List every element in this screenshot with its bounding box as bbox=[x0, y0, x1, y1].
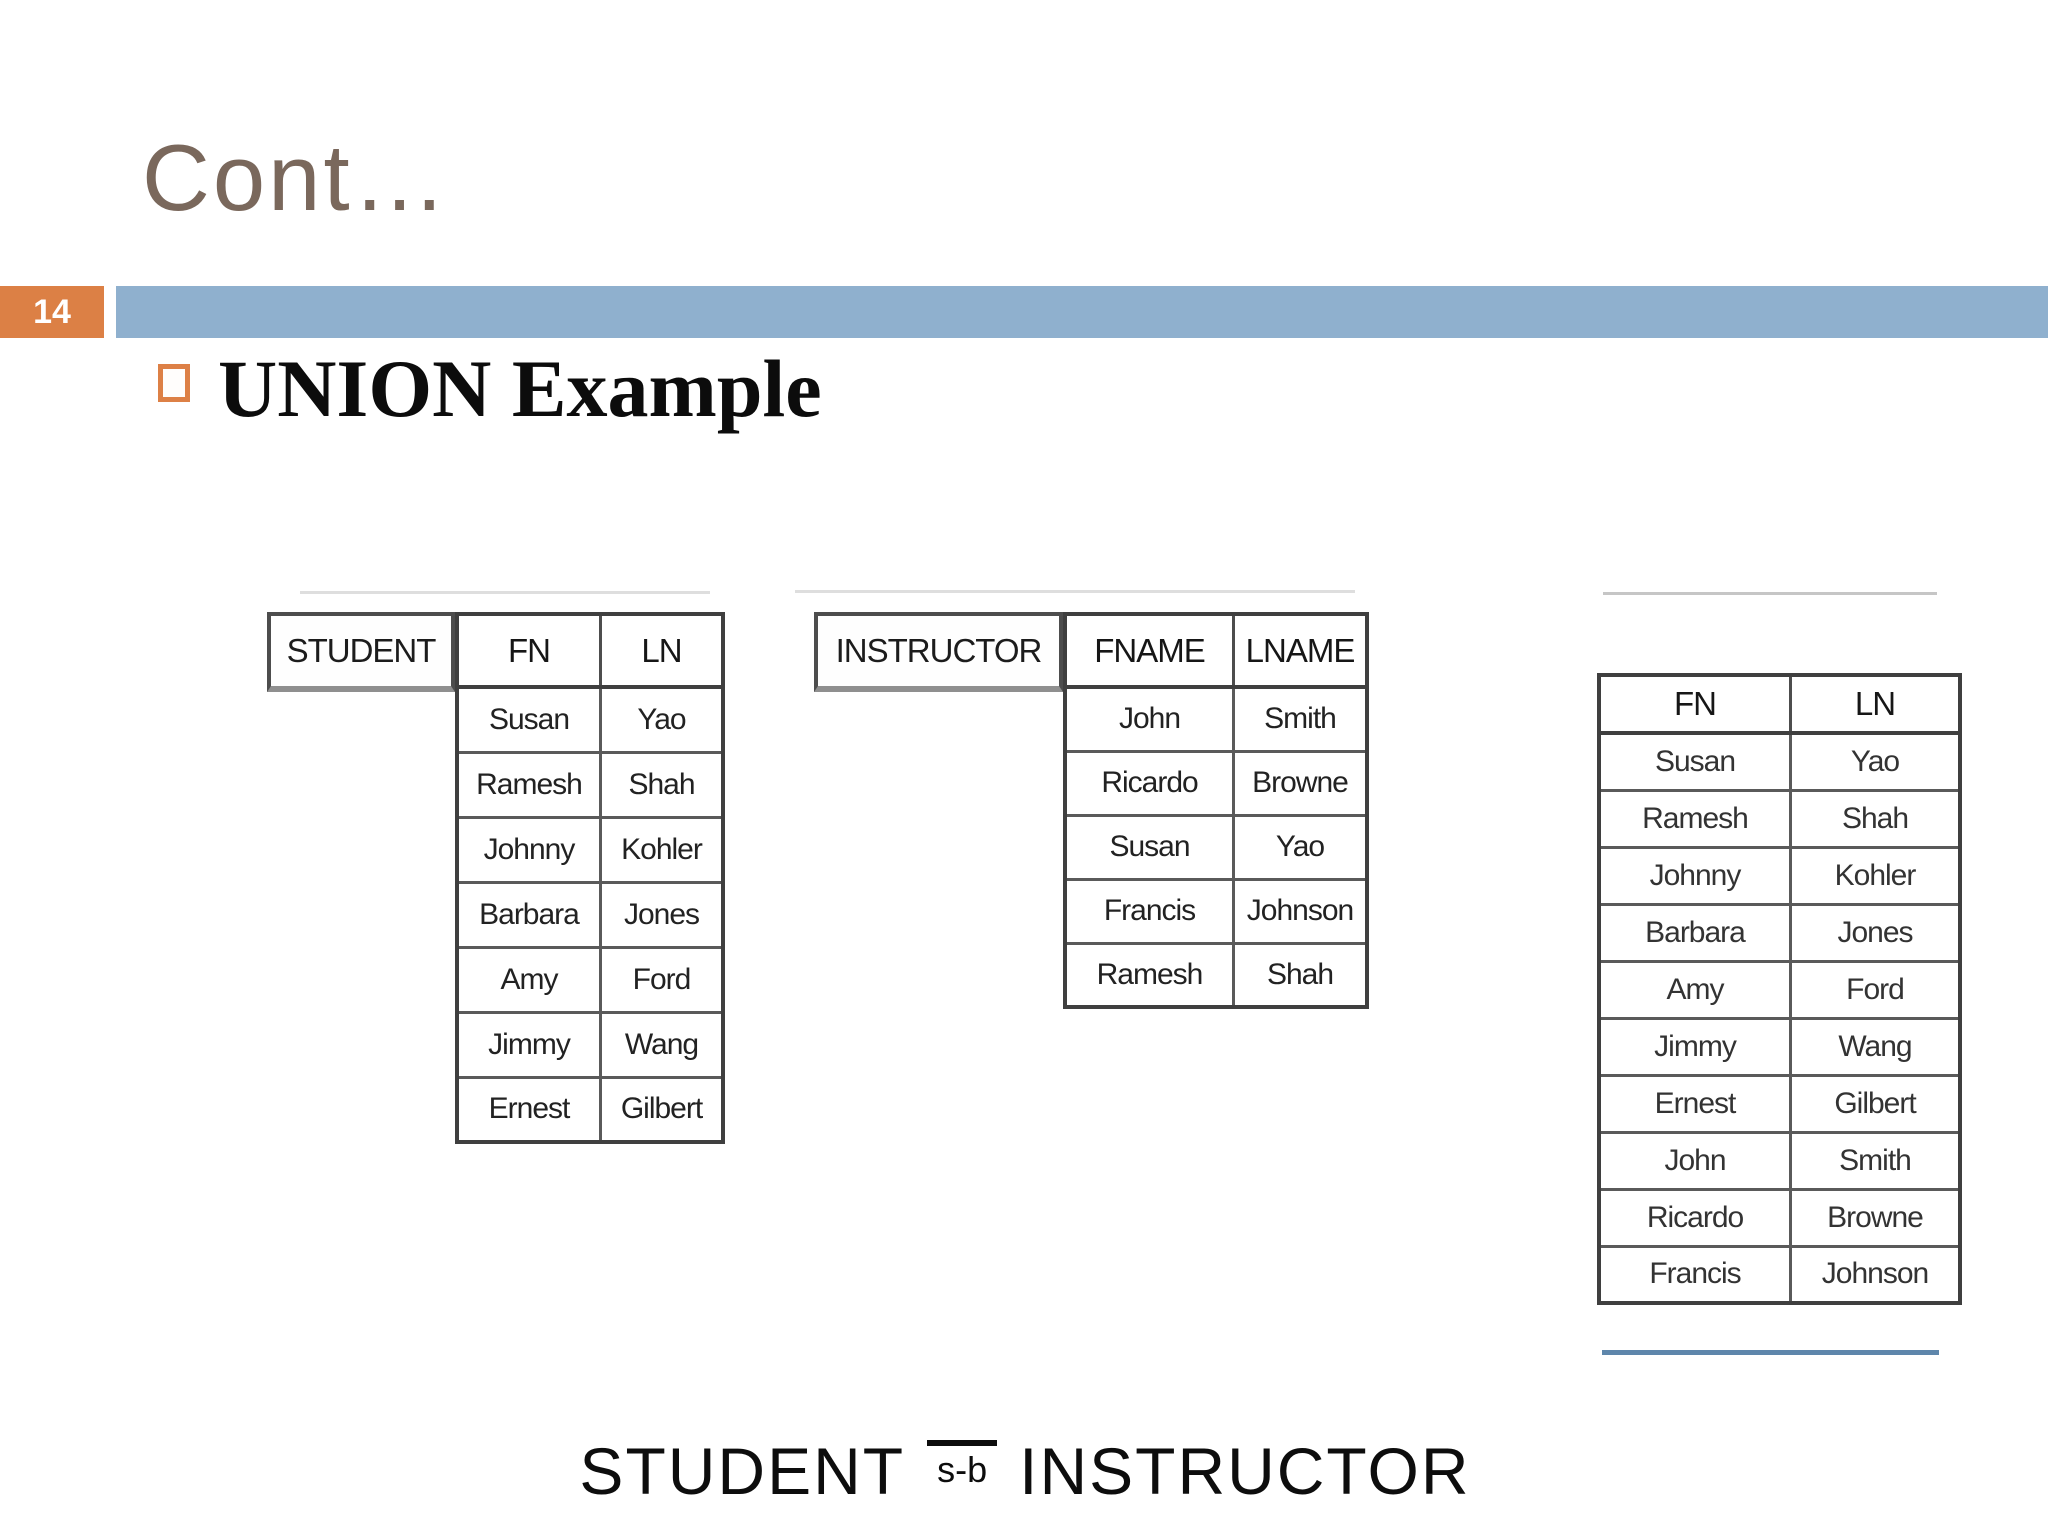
result-cell: Browne bbox=[1789, 1187, 1962, 1248]
result-cell: Kohler bbox=[1789, 845, 1962, 906]
student-cell: Gilbert bbox=[599, 1075, 725, 1144]
result-cell: Wang bbox=[1789, 1016, 1962, 1077]
instructor-cell: Ramesh bbox=[1063, 941, 1235, 1009]
result-cell: Jones bbox=[1789, 902, 1962, 963]
result-cell: Ricardo bbox=[1597, 1187, 1792, 1248]
instructor-cell: Johnson bbox=[1232, 877, 1369, 945]
union-right-operand: INSTRUCTOR bbox=[1019, 1434, 1471, 1508]
result-cell: Susan bbox=[1597, 731, 1792, 792]
result-column-header: LN bbox=[1789, 673, 1962, 735]
instructor-cell: Yao bbox=[1232, 813, 1369, 881]
result-cell: Yao bbox=[1789, 731, 1962, 792]
scan-line-instructor bbox=[795, 590, 1355, 593]
instructor-column-header: LNAME bbox=[1232, 612, 1369, 689]
result-cell: Ford bbox=[1789, 959, 1962, 1020]
result-cell: Gilbert bbox=[1789, 1073, 1962, 1134]
student-cell: Kohler bbox=[599, 815, 725, 884]
page-title: Cont… bbox=[142, 125, 450, 230]
student-cell: Jimmy bbox=[455, 1010, 602, 1079]
student-cell: Ramesh bbox=[455, 750, 602, 819]
instructor-cell: Ricardo bbox=[1063, 749, 1235, 817]
instructor-cell: Shah bbox=[1232, 941, 1369, 1009]
union-operator: s-b bbox=[927, 1440, 998, 1488]
student-cell: Amy bbox=[455, 945, 602, 1014]
student-column-header: FN bbox=[455, 612, 602, 689]
page-number: 14 bbox=[33, 292, 71, 331]
instructor-cell: John bbox=[1063, 685, 1235, 753]
result-cell: Johnson bbox=[1789, 1244, 1962, 1305]
bullet-heading: UNION Example bbox=[158, 348, 822, 430]
header-accent-bar bbox=[116, 286, 2048, 338]
student-cell: Ford bbox=[599, 945, 725, 1014]
result-cell: Barbara bbox=[1597, 902, 1792, 963]
result-cell: John bbox=[1597, 1130, 1792, 1191]
union-expression: STUDENT s-b INSTRUCTOR bbox=[560, 1438, 1490, 1504]
result-cell: Ernest bbox=[1597, 1073, 1792, 1134]
bullet-heading-text: UNION Example bbox=[218, 343, 822, 434]
result-cell: Jimmy bbox=[1597, 1016, 1792, 1077]
instructor-table-label: INSTRUCTOR bbox=[814, 612, 1063, 692]
result-cell: Smith bbox=[1789, 1130, 1962, 1191]
instructor-cell: Susan bbox=[1063, 813, 1235, 881]
student-cell: Shah bbox=[599, 750, 725, 819]
result-column-header: FN bbox=[1597, 673, 1792, 735]
student-cell: Yao bbox=[599, 685, 725, 754]
student-cell: Ernest bbox=[455, 1075, 602, 1144]
student-cell: Wang bbox=[599, 1010, 725, 1079]
result-underline bbox=[1602, 1350, 1939, 1355]
student-column-header: LN bbox=[599, 612, 725, 689]
instructor-column-header: FNAME bbox=[1063, 612, 1235, 689]
square-bullet-icon bbox=[158, 364, 190, 402]
student-cell: Johnny bbox=[455, 815, 602, 884]
student-cell: Susan bbox=[455, 685, 602, 754]
result-cell: Johnny bbox=[1597, 845, 1792, 906]
page-number-badge: 14 bbox=[0, 286, 104, 338]
result-cell: Shah bbox=[1789, 788, 1962, 849]
scan-line-result bbox=[1603, 592, 1937, 595]
instructor-cell: Browne bbox=[1232, 749, 1369, 817]
instructor-cell: Francis bbox=[1063, 877, 1235, 945]
scan-line-student bbox=[300, 591, 710, 594]
instructor-cell: Smith bbox=[1232, 685, 1369, 753]
student-table-label: STUDENT bbox=[267, 612, 455, 692]
instructor-table-label-text: INSTRUCTOR bbox=[835, 632, 1043, 669]
student-table-label-text: STUDENT bbox=[286, 632, 437, 669]
result-cell: Francis bbox=[1597, 1244, 1792, 1305]
union-left-operand: STUDENT bbox=[579, 1434, 906, 1508]
student-cell: Barbara bbox=[455, 880, 602, 949]
result-cell: Ramesh bbox=[1597, 788, 1792, 849]
result-cell: Amy bbox=[1597, 959, 1792, 1020]
student-cell: Jones bbox=[599, 880, 725, 949]
